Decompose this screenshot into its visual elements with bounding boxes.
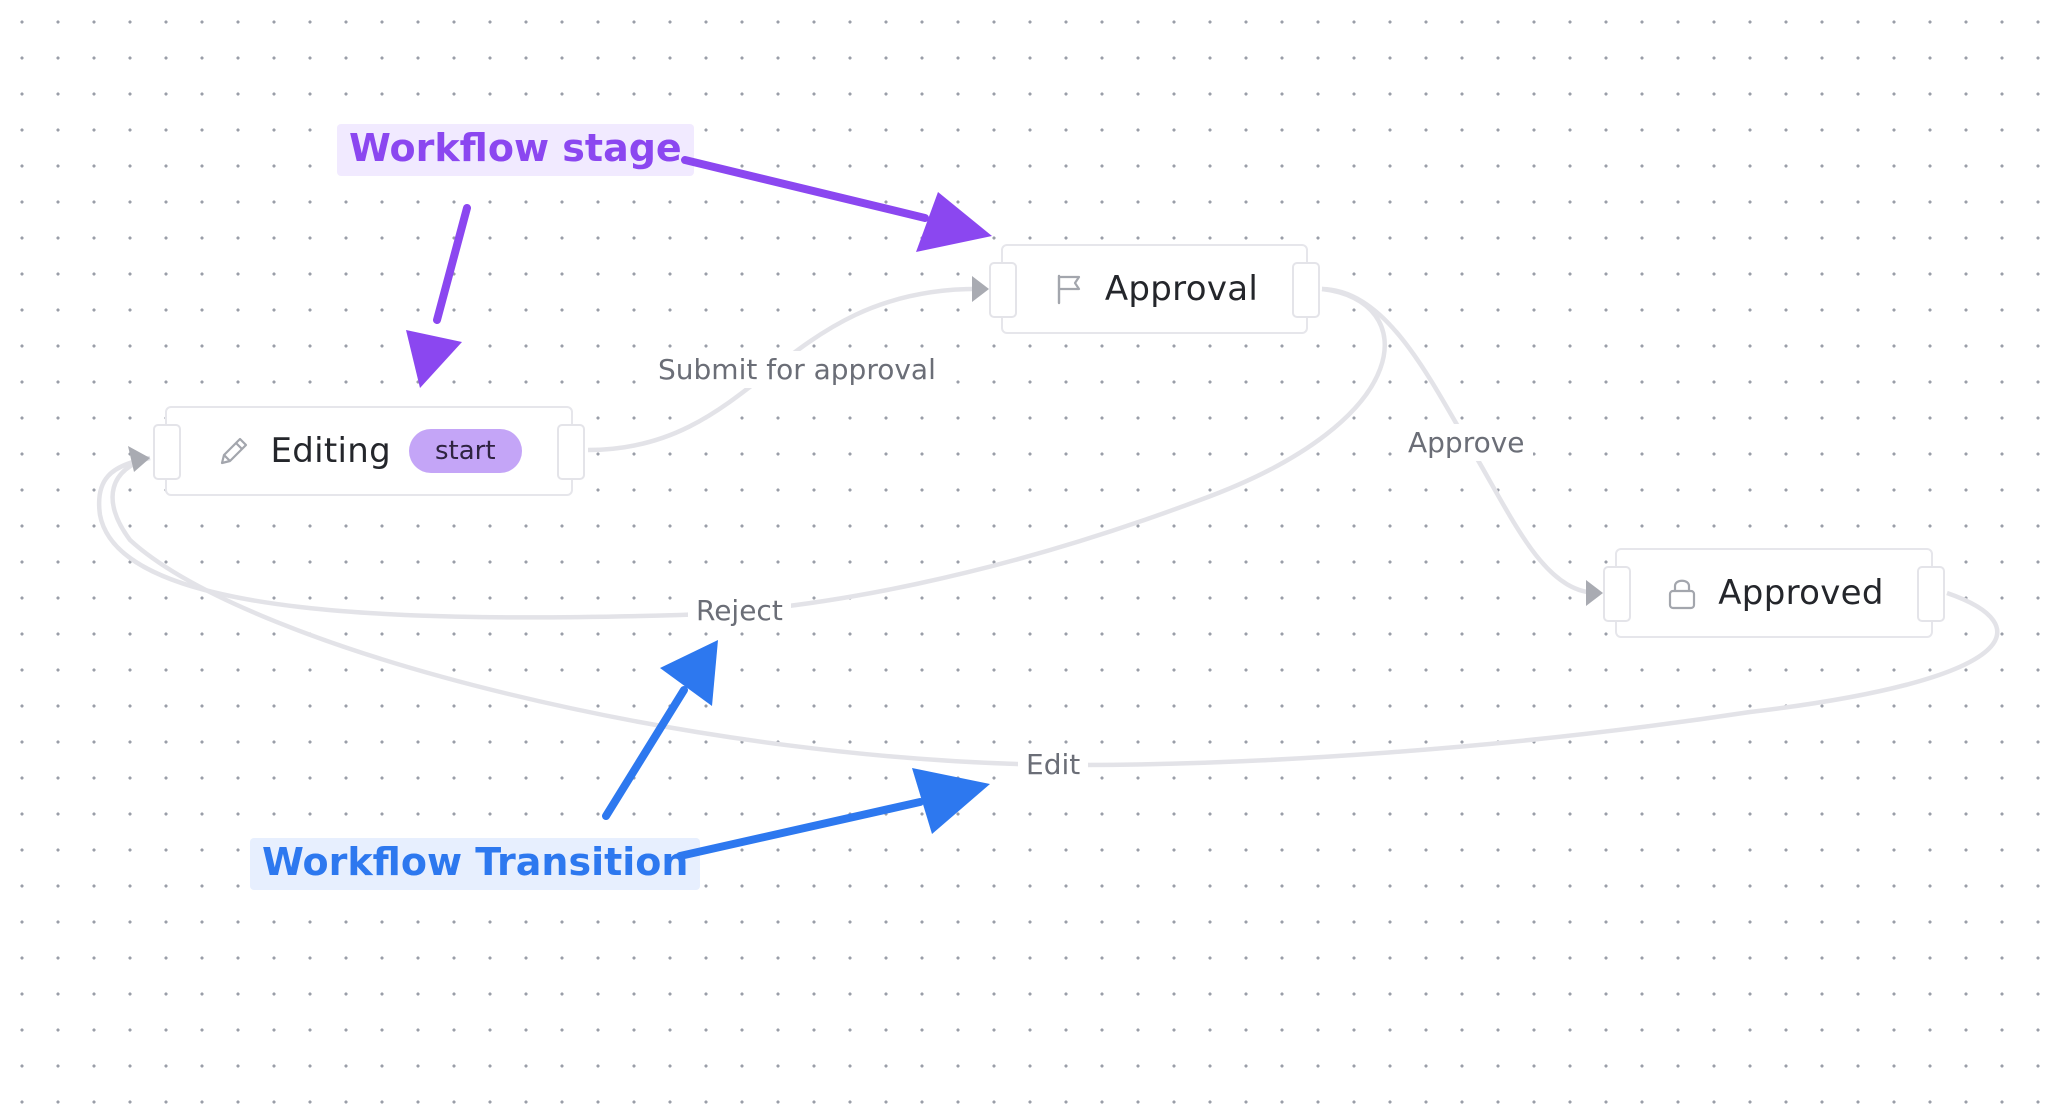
edge-label-submit-for-approval[interactable]: Submit for approval [650,351,944,388]
callout-workflow-transition: Workflow Transition [250,838,701,890]
editing-output-handle[interactable] [557,424,585,480]
edge-label-approve[interactable]: Approve [1400,424,1533,461]
approved-input-handle[interactable] [1603,566,1631,622]
stage-label-approval: Approval [1104,269,1259,309]
edge-label-reject[interactable]: Reject [688,592,791,629]
stage-label-approved: Approved [1718,573,1884,613]
editing-input-handle[interactable] [153,424,181,480]
stage-node-editing[interactable]: Editing start [153,406,585,496]
stage-node-approval[interactable]: Approval [989,244,1320,334]
approval-output-handle[interactable] [1292,262,1320,318]
approved-output-handle[interactable] [1917,566,1945,622]
stage-node-approved[interactable]: Approved [1603,548,1945,638]
pencil-icon [221,437,248,465]
start-badge: start [408,429,522,473]
callout-workflow-stage: Workflow stage [337,124,694,176]
lock-icon [1669,579,1696,610]
approval-input-handle[interactable] [989,262,1017,318]
edge-editing-arrowhead [128,446,150,472]
edge-label-edit[interactable]: Edit [1018,746,1089,783]
edge-submit-arrowhead [972,276,989,302]
edge-approve-arrowhead [1586,580,1603,606]
edge-edit[interactable] [110,455,2000,768]
flag-icon [1057,274,1080,305]
stage-label-editing: Editing [270,431,391,471]
